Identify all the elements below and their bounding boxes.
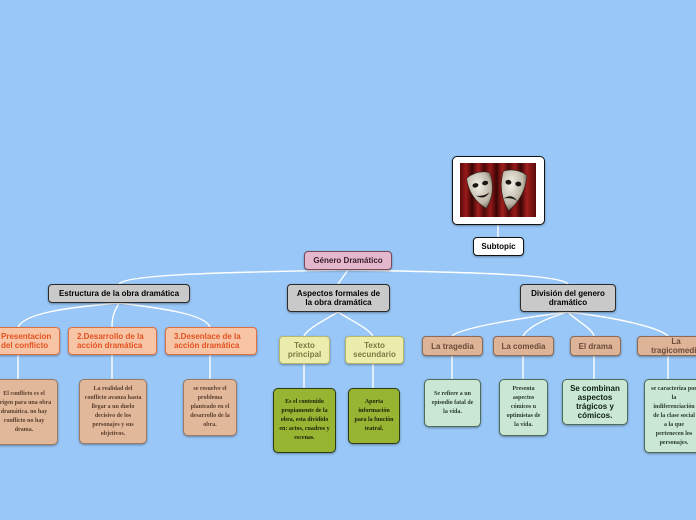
- node-texto-secundario[interactable]: Texto secundario: [345, 336, 404, 364]
- note-texto-secundario[interactable]: Aporta información para la función teatr…: [348, 388, 400, 444]
- note-tragedia[interactable]: Se refiere a un episodio fatal de la vid…: [424, 379, 481, 427]
- node-presentacion[interactable]: Presentacion del conflicto: [0, 327, 60, 355]
- note-drama[interactable]: Se combinan aspectos trágicos y cómicos.: [562, 379, 628, 425]
- node-tragedia[interactable]: La tragedia: [422, 336, 483, 356]
- branch-estructura[interactable]: Estructura de la obra dramática: [48, 284, 190, 303]
- note-desarrollo[interactable]: La realidad del conflicto avanza hasta l…: [79, 379, 147, 444]
- branch-aspectos[interactable]: Aspectos formales de la obra dramática: [287, 284, 390, 312]
- theater-masks-icon: [460, 163, 536, 217]
- node-texto-principal[interactable]: Texto principal: [279, 336, 330, 364]
- subtopic-node[interactable]: Subtopic: [473, 237, 524, 256]
- image-node[interactable]: [452, 156, 545, 225]
- node-desarrollo[interactable]: 2.Desarrollo de la acción dramática: [68, 327, 157, 355]
- note-presentacion[interactable]: El conflicto es el origen para una obra …: [0, 379, 58, 445]
- node-desenlace[interactable]: 3.Desenlace de la acción dramática: [165, 327, 257, 355]
- root-node[interactable]: Género Dramático: [304, 251, 392, 270]
- node-tragicomedia[interactable]: La tragicomedia: [637, 336, 696, 356]
- note-texto-principal[interactable]: Es el contenido propiamente de la obra, …: [273, 388, 336, 453]
- note-tragicomedia[interactable]: se caracteriza por la indiferenciación d…: [644, 379, 696, 453]
- note-desenlace[interactable]: se resuelve el problema planteado en el …: [183, 379, 237, 436]
- branch-division[interactable]: División del genero dramático: [520, 284, 616, 312]
- node-drama[interactable]: El drama: [570, 336, 621, 356]
- note-comedia[interactable]: Presenta aspectos cómicos u optimistas d…: [499, 379, 548, 436]
- node-comedia[interactable]: La comedia: [493, 336, 554, 356]
